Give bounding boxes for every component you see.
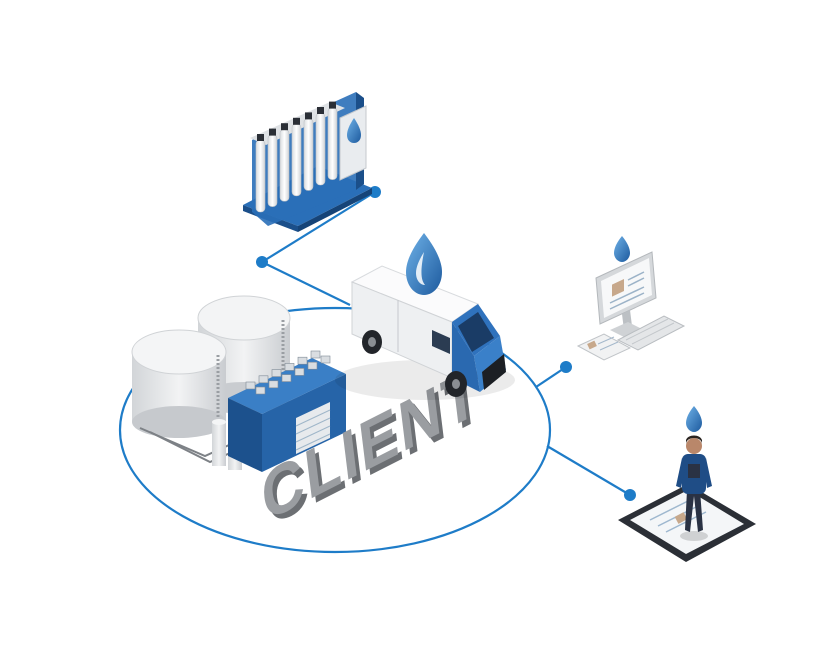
line-ring-to-hub	[262, 262, 350, 305]
water-drop-icon	[686, 406, 702, 432]
roof-unit	[256, 387, 265, 394]
roof-unit	[311, 351, 320, 358]
roof-unit	[259, 376, 268, 383]
water-drop-icon	[406, 233, 442, 295]
filter-cartridge	[304, 112, 313, 190]
field-technician-tablet	[618, 406, 756, 562]
filter-cartridge	[256, 134, 265, 212]
node-dot	[560, 361, 572, 373]
roof-unit	[272, 370, 281, 377]
roof-unit	[298, 357, 307, 364]
roof-unit	[285, 363, 294, 370]
water-drop-icon	[614, 236, 630, 262]
node-dot	[256, 256, 268, 268]
filter-cartridge	[328, 102, 337, 180]
roof-unit	[282, 375, 291, 382]
line-to-technician	[547, 446, 630, 495]
roof-unit	[295, 368, 304, 375]
filter-cartridge	[292, 118, 301, 196]
filter-cartridge	[316, 107, 325, 185]
roof-unit	[246, 382, 255, 389]
service-van	[335, 233, 515, 400]
roof-unit	[269, 381, 278, 388]
storage-tank-front	[132, 330, 226, 438]
desktop-computer	[578, 236, 684, 360]
filter-cartridge	[268, 129, 277, 207]
filtration-system	[243, 92, 372, 232]
roof-unit	[308, 362, 317, 369]
roof-unit	[321, 356, 330, 363]
node-dot	[624, 489, 636, 501]
filter-cartridge	[280, 123, 289, 201]
